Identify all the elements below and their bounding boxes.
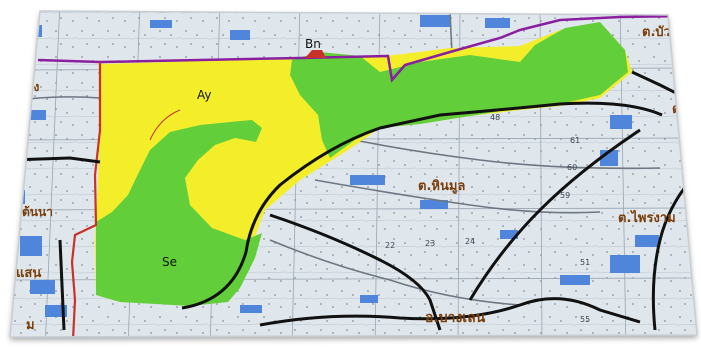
grid-number: 60 — [567, 163, 577, 172]
zone-label-ay: Ay — [197, 88, 212, 102]
place-label-phra-ngam: ต.ไพรงาม — [618, 209, 676, 226]
grid-number: 59 — [560, 191, 570, 200]
place-label-bua: ต.บัว — [642, 25, 671, 40]
grid-number: 23 — [425, 239, 435, 248]
place-label-nuea: ต้นนา — [22, 205, 53, 219]
place-labels: ต.บัว ต. ต.หินมูล ต.ไพรงาม ว่าง ต้นนา แส… — [16, 25, 685, 333]
purple-boundary — [37, 14, 691, 83]
zone-label-se: Se — [162, 255, 177, 269]
soil-zone-se — [96, 22, 628, 306]
grid-number: 51 — [580, 258, 590, 267]
zone-label-bn: Bn — [305, 37, 321, 51]
place-label-partial: ต. — [672, 102, 685, 117]
grid-number: 48 — [490, 113, 500, 122]
place-label-saen: แสน — [16, 266, 41, 281]
sheet-edge — [9, 10, 698, 338]
grid-number: 22 — [385, 241, 395, 250]
grid-numbers: 61 60 59 24 23 22 51 55 48 — [385, 113, 590, 324]
red-boundary — [70, 50, 326, 337]
trace-line — [149, 109, 181, 141]
grid-number: 55 — [580, 315, 590, 324]
grid-number: 24 — [465, 237, 475, 246]
place-label-wang: ว่าง — [20, 80, 39, 94]
place-label-hin-mun: ต.หินมูล — [418, 179, 465, 194]
place-label-bottom: ม — [26, 318, 35, 333]
place-label-bang-len: อ.บางเลน — [425, 310, 486, 326]
grid-number: 61 — [570, 136, 580, 145]
